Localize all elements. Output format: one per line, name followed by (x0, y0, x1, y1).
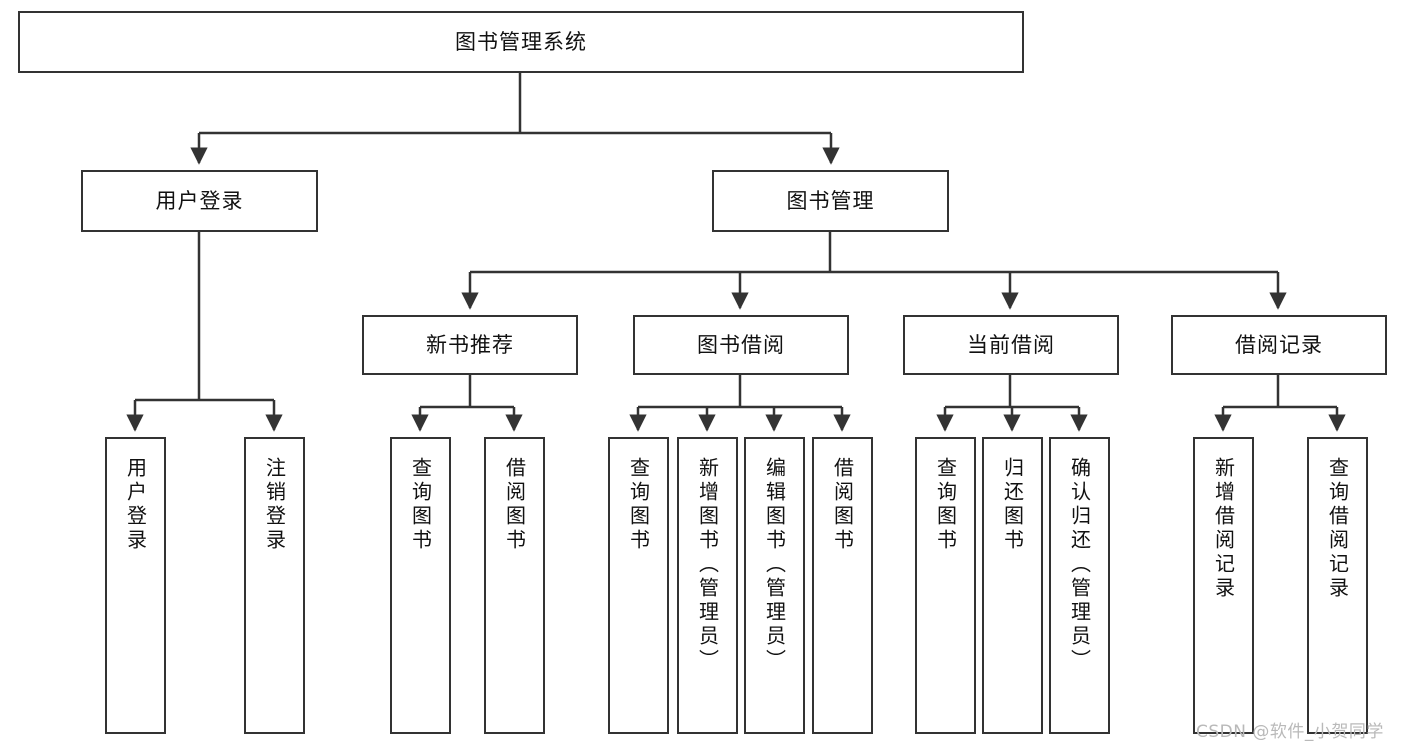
node-leaf-add-book-label: 新增图书（管理员） (695, 457, 720, 673)
csdn-watermark: CSDN @软件_小贺同学 (1196, 722, 1384, 742)
node-root[interactable]: 图书管理系统 (18, 11, 1024, 73)
node-leaf-confirm-return-label: 确认归还（管理员） (1067, 457, 1092, 673)
node-borrow-record-label: 借阅记录 (1235, 332, 1323, 357)
node-borrow-record[interactable]: 借阅记录 (1171, 315, 1387, 375)
node-leaf-query-book-3[interactable]: 查询图书 (915, 437, 976, 734)
node-leaf-add-record-label: 新增借阅记录 (1211, 457, 1236, 601)
node-book-borrow-label: 图书借阅 (697, 332, 785, 357)
node-leaf-add-book[interactable]: 新增图书（管理员） (677, 437, 738, 734)
node-leaf-logout[interactable]: 注销登录 (244, 437, 305, 734)
node-leaf-logout-label: 注销登录 (262, 457, 287, 553)
node-leaf-borrow-book-2[interactable]: 借阅图书 (812, 437, 873, 734)
node-current-borrow-label: 当前借阅 (967, 332, 1055, 357)
node-leaf-edit-book[interactable]: 编辑图书（管理员） (744, 437, 805, 734)
node-leaf-return-book[interactable]: 归还图书 (982, 437, 1043, 734)
node-user-login-label: 用户登录 (155, 188, 244, 213)
node-leaf-return-book-label: 归还图书 (1000, 457, 1025, 553)
node-leaf-query-book-1[interactable]: 查询图书 (390, 437, 451, 734)
node-root-label: 图书管理系统 (455, 29, 587, 54)
node-leaf-borrow-book-1[interactable]: 借阅图书 (484, 437, 545, 734)
node-leaf-add-record[interactable]: 新增借阅记录 (1193, 437, 1254, 734)
node-book-borrow[interactable]: 图书借阅 (633, 315, 849, 375)
node-leaf-query-record[interactable]: 查询借阅记录 (1307, 437, 1368, 734)
node-new-book-rec-label: 新书推荐 (426, 332, 514, 357)
node-book-manage-label: 图书管理 (786, 188, 875, 213)
node-new-book-rec[interactable]: 新书推荐 (362, 315, 578, 375)
node-book-manage[interactable]: 图书管理 (712, 170, 949, 232)
node-leaf-borrow-book-2-label: 借阅图书 (830, 457, 855, 553)
node-leaf-borrow-book-1-label: 借阅图书 (502, 457, 527, 553)
node-leaf-user-login[interactable]: 用户登录 (105, 437, 166, 734)
node-leaf-query-book-2[interactable]: 查询图书 (608, 437, 669, 734)
node-leaf-edit-book-label: 编辑图书（管理员） (762, 457, 787, 673)
node-leaf-query-book-1-label: 查询图书 (408, 457, 433, 553)
node-current-borrow[interactable]: 当前借阅 (903, 315, 1119, 375)
node-leaf-query-book-3-label: 查询图书 (933, 457, 958, 553)
node-leaf-confirm-return[interactable]: 确认归还（管理员） (1049, 437, 1110, 734)
node-leaf-user-login-label: 用户登录 (123, 457, 148, 553)
node-leaf-query-record-label: 查询借阅记录 (1325, 457, 1350, 601)
node-user-login[interactable]: 用户登录 (81, 170, 318, 232)
node-leaf-query-book-2-label: 查询图书 (626, 457, 651, 553)
